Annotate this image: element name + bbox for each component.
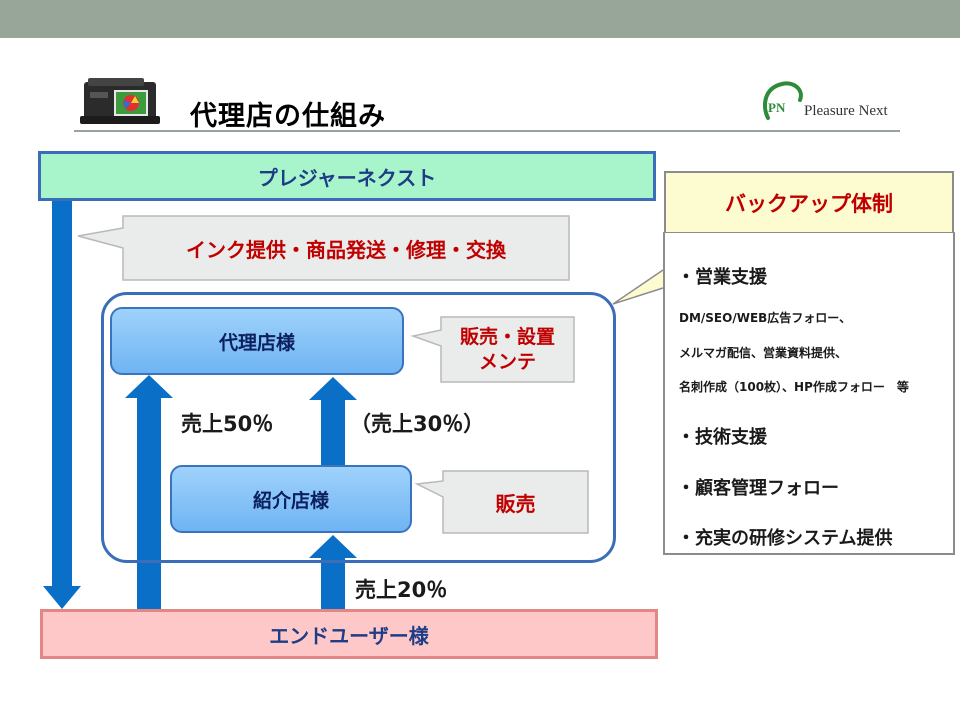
backup-item-tech-support: ・技術支援 — [677, 427, 767, 448]
callout-supply-text: インク提供・商品発送・修理・交換 — [186, 237, 506, 262]
down-arrow-supply — [43, 201, 81, 609]
printer-image — [80, 78, 160, 124]
callout-agency — [410, 316, 575, 383]
backup-panel: ・営業支援 DM/SEO/WEB広告フォロー、 メルマガ配信、営業資料提供、 名… — [663, 232, 955, 555]
logo-text: Pleasure Next — [804, 103, 888, 119]
label-sales-30: （売上30％） — [350, 412, 485, 436]
callout-supply — [77, 215, 570, 281]
up-arrow-referral-to-agency — [309, 377, 357, 465]
label-sales-20: 売上20％ — [355, 578, 448, 602]
agency-group-frame — [101, 292, 616, 563]
backup-item-detail-3: 名刺作成（100枚）、HP作成フォロー 等 — [679, 380, 909, 394]
pleasure-next-box: プレジャーネクスト — [38, 151, 656, 201]
backup-heading: バックアップ体制 — [664, 171, 954, 234]
callout-agency-text: 販売・設置 メンテ — [459, 325, 555, 373]
callout-referral-text: 販売 — [495, 491, 536, 516]
label-sales-50: 売上50％ — [181, 412, 274, 436]
up-arrow-enduser-to-agency — [125, 375, 173, 609]
page-title: 代理店の仕組み — [190, 101, 386, 132]
backup-item-training: ・充実の研修システム提供 — [677, 528, 893, 549]
end-user-box: エンドユーザー様 — [40, 609, 658, 659]
backup-item-detail-2: メルマガ配信、営業資料提供、 — [679, 346, 848, 360]
logo-mark: PN — [768, 100, 786, 115]
backup-pointer — [612, 269, 664, 305]
backup-item-detail-1: DM/SEO/WEB広告フォロー、 — [679, 311, 852, 325]
pleasure-next-logo: PN — [763, 81, 803, 120]
title-divider — [74, 130, 900, 132]
referral-box: 紹介店様 — [170, 465, 412, 533]
up-arrow-enduser-to-referral — [309, 535, 357, 609]
callout-referral — [414, 470, 589, 534]
backup-item-customer-mgmt: ・顧客管理フォロー — [677, 478, 839, 499]
top-banner — [0, 0, 960, 38]
agency-box: 代理店様 — [110, 307, 404, 375]
backup-item-sales-support: ・営業支援 — [677, 267, 767, 288]
